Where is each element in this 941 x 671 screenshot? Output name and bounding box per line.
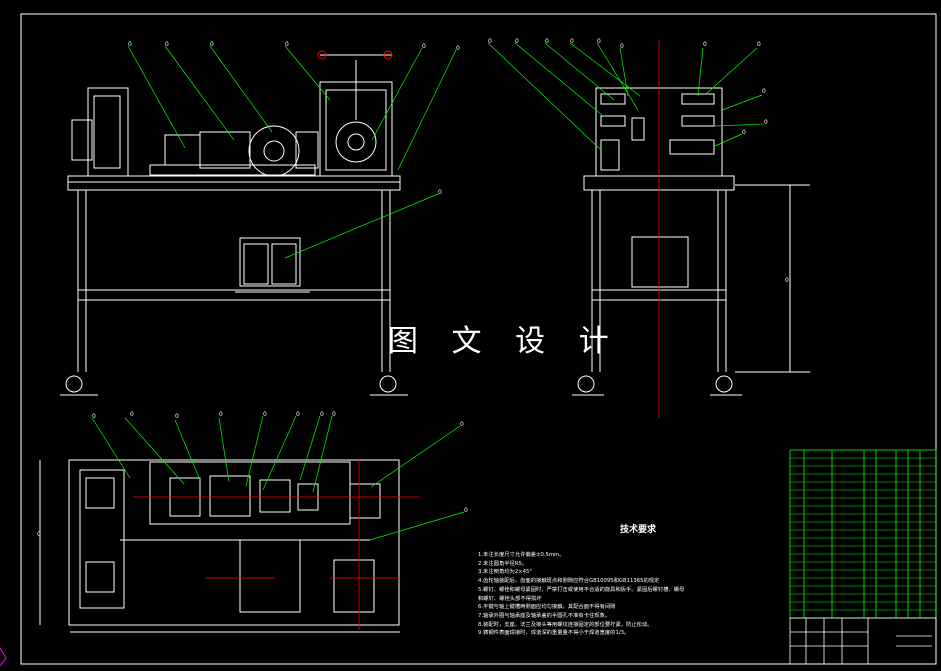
technical-requirements-title: 技术要求 [619, 525, 656, 535]
top-view [39, 459, 400, 633]
drawing-border [20, 13, 937, 665]
balloon-marker: 0 [757, 41, 761, 48]
balloon-marker: 0 [620, 43, 624, 50]
balloon-marker: 0 [128, 41, 132, 48]
balloon-marker: 0 [762, 88, 766, 95]
requirement-line: 6.平键与轴上键槽两侧面应均匀接触，其配合面不得有间隙 [478, 604, 616, 611]
balloon-marker: 0 [456, 45, 460, 52]
requirement-line: 8.装配时，支座、法兰及接头等用螺纹连接固定的部位要拧紧，防止松动。 [478, 621, 653, 628]
balloon-marker: 0 [597, 38, 601, 45]
title-block [789, 617, 937, 665]
balloon-marker: 0 [285, 41, 289, 48]
balloon-marker: 0 [165, 41, 169, 48]
balloon-marker: 0 [320, 411, 324, 418]
parts-list-table [789, 449, 937, 619]
balloon-marker: 0 [263, 411, 267, 418]
side-view [572, 87, 810, 396]
requirement-line: 7.轴承外圈与轴承座及轴承盖的半圆孔不准有卡住现象。 [478, 612, 611, 619]
front-view [60, 50, 408, 396]
balloon-marker: 0 [742, 129, 746, 136]
balloon-marker: 0 [785, 277, 789, 284]
balloon-marker: 0 [488, 38, 492, 45]
balloon-marker: 0 [515, 38, 519, 45]
balloon-marker: 0 [332, 411, 336, 418]
balloon-marker: 0 [92, 413, 96, 420]
corner-marker [0, 647, 7, 667]
requirement-line: 4.齿轮轴装配后，齿面的接触斑点和侧隙应符合GB10095和GB11365的规定 [478, 578, 660, 585]
balloon-marker: 0 [464, 507, 468, 514]
leader-lines [91, 42, 765, 541]
technical-requirements: 技术要求 1.未注长度尺寸允许偏差±0.5mm。 2.未注圆角半径R5。 3.未… [478, 522, 778, 638]
centerlines [133, 40, 660, 630]
requirement-line: 3.未注倒角均为2×45° [478, 569, 533, 576]
balloon-marker: 0 [460, 421, 464, 428]
watermark-text: 图 文 设 计 [388, 324, 621, 359]
balloon-marker: 0 [175, 413, 179, 420]
requirement-line: 5.螺钉、螺栓和螺母紧固时，严禁打击或使用不合适的旋具和扳手。紧固后螺钉槽、螺母 [478, 586, 685, 593]
balloon-marker: 0 [37, 531, 41, 538]
balloon-marker: 0 [438, 189, 442, 196]
parts-list-rows [790, 457, 936, 611]
balloon-marker: 0 [219, 411, 223, 418]
balloon-marker: 0 [422, 43, 426, 50]
balloon-marker: 0 [764, 119, 768, 126]
balloon-marker: 0 [570, 38, 574, 45]
balloon-marker: 0 [296, 411, 300, 418]
balloon-marker: 0 [703, 41, 707, 48]
balloon-marker: 0 [210, 41, 214, 48]
requirement-line: 9.铸钢件表面焊接时，焊道深的重量量不得小于焊道宽度的1/3。 [478, 630, 630, 637]
balloon-marker: 0 [130, 411, 134, 418]
balloon-marker: 0 [545, 38, 549, 45]
requirement-line: 1.未注长度尺寸允许偏差±0.5mm。 [478, 552, 565, 558]
requirement-line: 2.未注圆角半径R5。 [478, 560, 528, 567]
requirement-line: 和螺钉、螺栓头部不得损坏 [478, 595, 542, 602]
